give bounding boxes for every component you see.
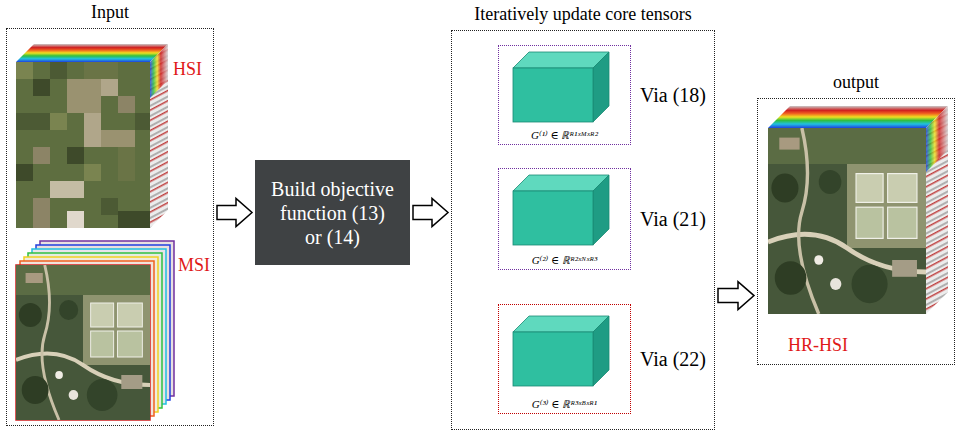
block-arrow [217,199,252,227]
core-tensor-box: G⁽¹⁾ ∈ ℝᴿ¹ˣᴹˣᴿ²Via (18) [498,45,631,145]
equation-ref: Via (21) [640,208,706,231]
heading: Iteratively update core tensors [452,4,714,25]
output-box: outputHR-HSI [757,98,955,365]
core-tensor-box: G⁽²⁾ ∈ ℝᴿ²ˣᴺˣᴿ³Via (21) [498,168,631,270]
core-tensor-cube [513,316,609,386]
tensor-formula: G⁽¹⁾ ∈ ℝᴿ¹ˣᴹˣᴿ² [499,127,630,142]
equation-ref: Via (22) [640,348,706,371]
image-label: HR-HSI [788,335,848,356]
process-box: Build objective function (13) or (14) [255,160,410,265]
block-arrow [413,199,448,227]
image-label: MSI [178,255,210,276]
process-text: Build objective function (13) or (14) [270,177,395,249]
core-tensor-box: G⁽³⁾ ∈ ℝᴿ³ˣᴮˣᴿ¹Via (22) [498,304,631,414]
msi-image [16,241,174,420]
equation-ref: Via (18) [640,84,706,107]
core-tensor-cube [513,175,609,245]
heading: Input [7,2,213,23]
tensor-formula: G⁽²⁾ ∈ ℝᴿ²ˣᴺˣᴿ³ [499,252,630,267]
core-tensor-cube [513,52,609,122]
hsi-image [16,44,168,228]
update-box: Iteratively update core tensorsG⁽¹⁾ ∈ ℝᴿ… [451,30,715,430]
block-arrow [718,282,754,310]
heading: output [758,72,954,93]
tensor-formula: G⁽³⁾ ∈ ℝᴿ³ˣᴮˣᴿ¹ [499,396,630,411]
input-box: InputHSIMSI [6,28,214,426]
image-label: HSI [173,59,202,80]
hr-hsi-image [768,106,948,314]
